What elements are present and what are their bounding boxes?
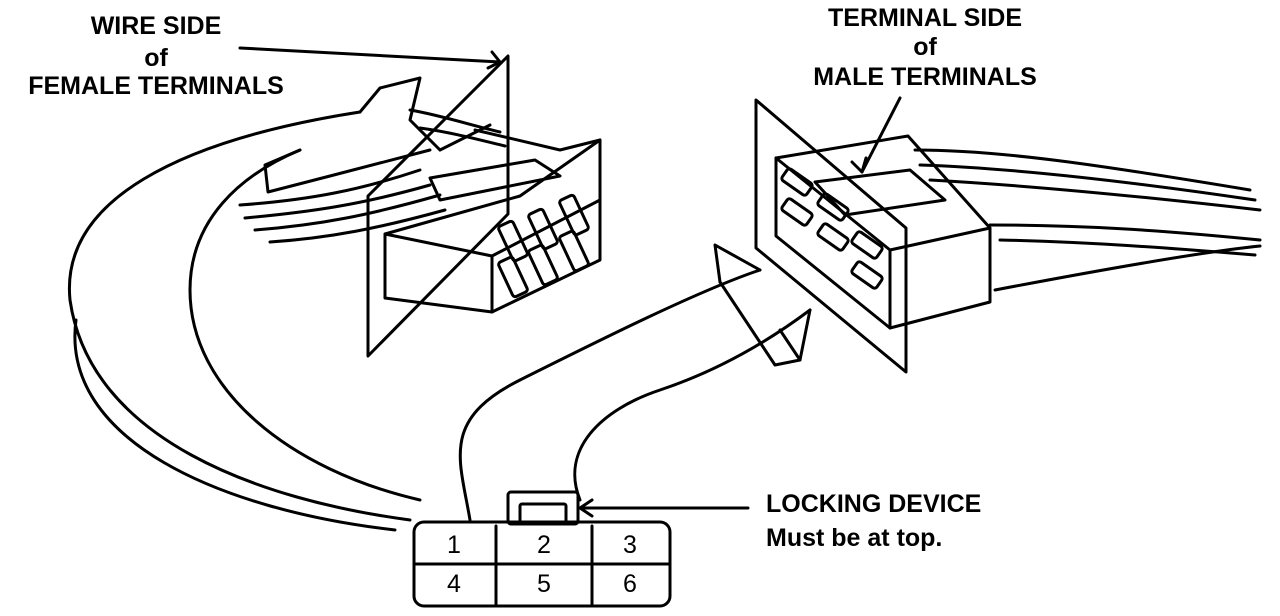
terminal-side-label-line2: of (913, 33, 937, 61)
female-connector (238, 46, 602, 358)
cavity-number: 5 (537, 570, 551, 598)
wire-side-label-line3: FEMALE TERMINALS (28, 72, 284, 100)
locking-device-label: LOCKING DEVICE (766, 490, 982, 518)
cavity-number: 3 (623, 531, 637, 559)
male-connector (754, 96, 1262, 374)
cavity-number: 1 (447, 531, 461, 559)
wire-side-label-line2: of (144, 44, 168, 72)
locking-device-note: Must be at top. (766, 524, 943, 552)
cavity-number: 4 (447, 570, 461, 598)
connector-face (412, 490, 750, 608)
left-flow-arrow (67, 76, 442, 532)
wire-side-label-line1: WIRE SIDE (90, 12, 222, 40)
terminal-side-label-line1: TERMINAL SIDE (828, 4, 1022, 32)
cavity-number: 6 (623, 570, 637, 598)
cavity-number: 2 (537, 531, 551, 559)
terminal-side-label-line3: MALE TERMINALS (813, 63, 1037, 91)
right-flow-arrow (458, 243, 812, 522)
